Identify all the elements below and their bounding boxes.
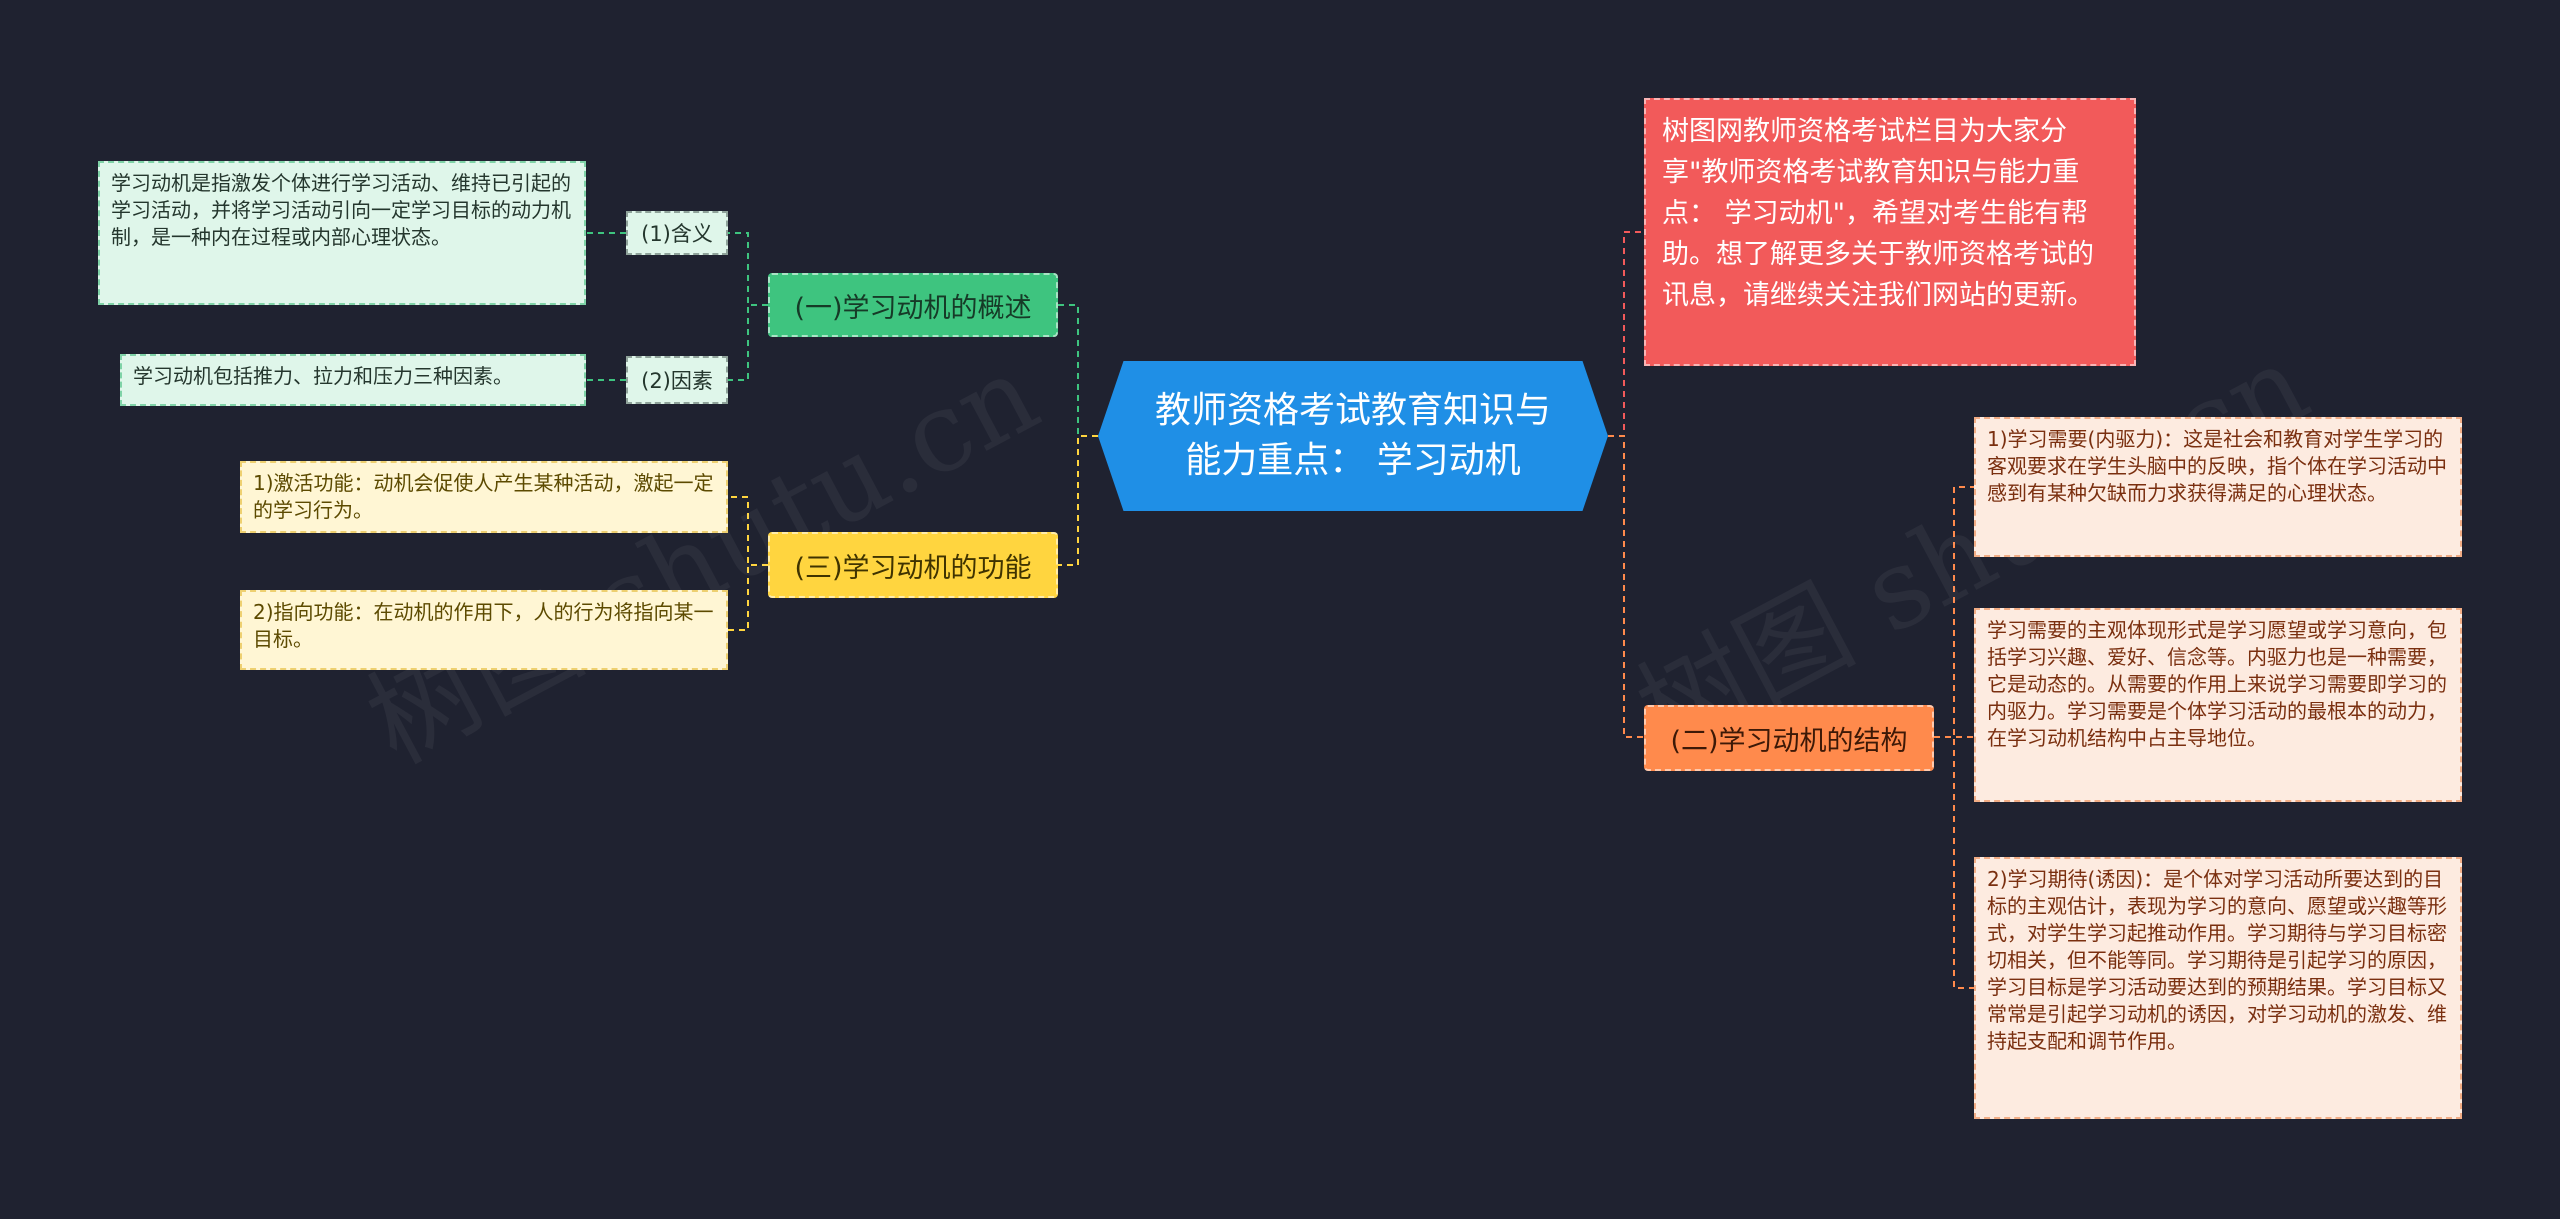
branch-overview[interactable]: (一)学习动机的概述 — [768, 273, 1058, 337]
central-topic[interactable]: 教师资格考试教育知识与能力重点： 学习动机 — [1098, 361, 1608, 511]
structure-item-expectation[interactable]: 2)学习期待(诱因)：是个体对学习活动所要达到的目标的主观估计，表现为学习的意向… — [1974, 857, 2462, 1119]
structure-item-need[interactable]: 1)学习需要(内驱力)：这是社会和教育对学生学习的客观要求在学生头脑中的反映，指… — [1974, 417, 2462, 557]
connector-center-structure — [1608, 435, 1644, 738]
meaning-text[interactable]: 学习动机是指激发个体进行学习活动、维持已引起的学习活动，并将学习活动引向一定学习… — [98, 161, 586, 305]
branch-structure[interactable]: (二)学习动机的结构 — [1644, 705, 1934, 771]
connector-function-item1 — [728, 496, 768, 566]
factor-label[interactable]: (2)因素 — [626, 356, 728, 404]
connector-structure-item3 — [1934, 736, 1974, 989]
structure-item-need-detail[interactable]: 学习需要的主观体现形式是学习愿望或学习意向，包括学习兴趣、爱好、信念等。内驱力也… — [1974, 608, 2462, 802]
meaning-label[interactable]: (1)含义 — [626, 211, 728, 255]
connector-center-overview — [1058, 304, 1098, 437]
connector-center-intro — [1608, 231, 1644, 437]
connector-overview-factor — [728, 304, 768, 381]
connector-structure-item1 — [1934, 486, 1974, 738]
intro-note[interactable]: 树图网教师资格考试栏目为大家分享"教师资格考试教育知识与能力重点： 学习动机"，… — [1644, 98, 2136, 366]
connector-overview-meaning — [728, 232, 768, 306]
factor-text[interactable]: 学习动机包括推力、拉力和压力三种因素。 — [120, 354, 586, 406]
connector-center-function — [1058, 435, 1098, 566]
branch-function[interactable]: (三)学习动机的功能 — [768, 532, 1058, 598]
function-item-activation[interactable]: 1)激活功能：动机会促使人产生某种活动，激起一定的学习行为。 — [240, 461, 728, 533]
connector-function-item2 — [728, 564, 768, 631]
function-item-direction[interactable]: 2)指向功能：在动机的作用下，人的行为将指向某一目标。 — [240, 590, 728, 670]
